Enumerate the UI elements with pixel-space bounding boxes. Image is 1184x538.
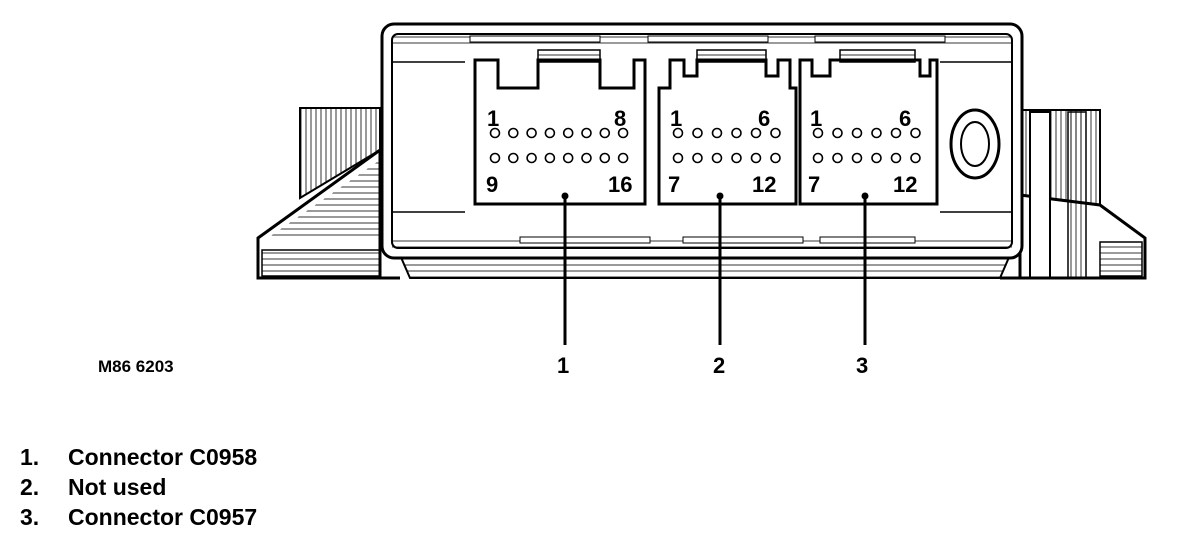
legend-item-1: 1. Connector C0958	[20, 442, 257, 472]
legend-number: 2.	[20, 474, 40, 500]
connector-1-pin-row-bottom	[489, 152, 629, 164]
pin-hole	[544, 152, 556, 164]
connector-2-pin-label-6: 6	[758, 106, 770, 131]
pin-hole	[770, 152, 781, 164]
pin-hole	[750, 152, 762, 164]
pin-hole	[910, 127, 921, 139]
pin-hole	[617, 127, 629, 139]
pin-hole	[581, 152, 592, 164]
pin-hole	[770, 127, 781, 139]
connector-2-pin-label-12: 12	[752, 172, 776, 197]
connector-1-pin-label-9: 9	[486, 172, 498, 197]
connector-2: 1 6 7 12	[657, 49, 798, 206]
pin-hole	[526, 152, 537, 164]
pin-hole	[851, 127, 863, 139]
pin-hole	[672, 127, 684, 139]
connector-2-pin-row-bottom	[672, 152, 781, 164]
connector-3-pin-row-bottom	[812, 152, 921, 164]
callout-number-2: 2	[713, 353, 725, 378]
connector-1-pin-label-8: 8	[614, 106, 626, 131]
legend-text: Connector C0958	[68, 444, 258, 470]
pin-hole	[832, 152, 843, 164]
legend-item-2: 2. Not used	[20, 472, 257, 502]
pin-hole	[832, 127, 843, 139]
connector-3-pin-label-12: 12	[893, 172, 917, 197]
pin-hole	[812, 152, 824, 164]
pin-hole	[851, 152, 863, 164]
pin-hole	[692, 127, 703, 139]
pin-hole	[599, 127, 611, 139]
pin-hole	[890, 127, 902, 139]
connector-3-pin-label-1: 1	[810, 106, 822, 131]
connector-2-pin-label-7: 7	[668, 172, 680, 197]
connector-3-pin-row-top	[812, 127, 921, 139]
connector-3: 1 6 7 12	[798, 49, 939, 206]
callout-number-3: 3	[856, 353, 868, 378]
connector-2-pin-label-1: 1	[670, 106, 682, 131]
pin-hole	[731, 152, 742, 164]
pin-hole	[581, 127, 592, 139]
pin-hole	[507, 127, 519, 139]
connector-2-pin-row-top	[672, 127, 781, 139]
legend-text: Connector C0957	[68, 504, 258, 530]
pin-hole	[871, 152, 882, 164]
pin-hole	[750, 127, 762, 139]
legend-text: Not used	[68, 474, 167, 500]
pin-hole	[562, 127, 574, 139]
connector-1-pin-label-16: 16	[608, 172, 632, 197]
connector-1-pin-label-1: 1	[487, 106, 499, 131]
pin-hole	[890, 152, 902, 164]
pin-hole	[871, 127, 882, 139]
pin-hole	[544, 127, 556, 139]
pin-hole	[812, 127, 824, 139]
connector-3-pin-label-7: 7	[808, 172, 820, 197]
legend-item-3: 3. Connector C0957	[20, 502, 257, 532]
pin-hole	[599, 152, 611, 164]
pin-hole	[617, 152, 629, 164]
pin-hole	[562, 152, 574, 164]
callout-number-1: 1	[557, 353, 569, 378]
pin-hole	[489, 152, 501, 164]
left-mounting-flange	[256, 107, 400, 280]
pin-hole	[507, 152, 519, 164]
legend-number: 1.	[20, 444, 40, 470]
legend: 1. Connector C0958 2. Not used 3. Connec…	[20, 442, 257, 532]
figure-id: M86 6203	[98, 357, 174, 376]
connector-1: 1 8 9 16	[473, 49, 647, 206]
mounting-bolt-icon	[949, 108, 1001, 180]
pin-hole	[489, 127, 501, 139]
pin-hole	[672, 152, 684, 164]
legend-number: 3.	[20, 504, 40, 530]
pin-hole	[711, 127, 723, 139]
pin-hole	[910, 152, 921, 164]
pin-hole	[711, 152, 723, 164]
pin-hole	[731, 127, 742, 139]
connector-3-pin-label-6: 6	[899, 106, 911, 131]
connector-1-pin-row-top	[489, 127, 629, 139]
pin-hole	[526, 127, 537, 139]
pin-hole	[692, 152, 703, 164]
